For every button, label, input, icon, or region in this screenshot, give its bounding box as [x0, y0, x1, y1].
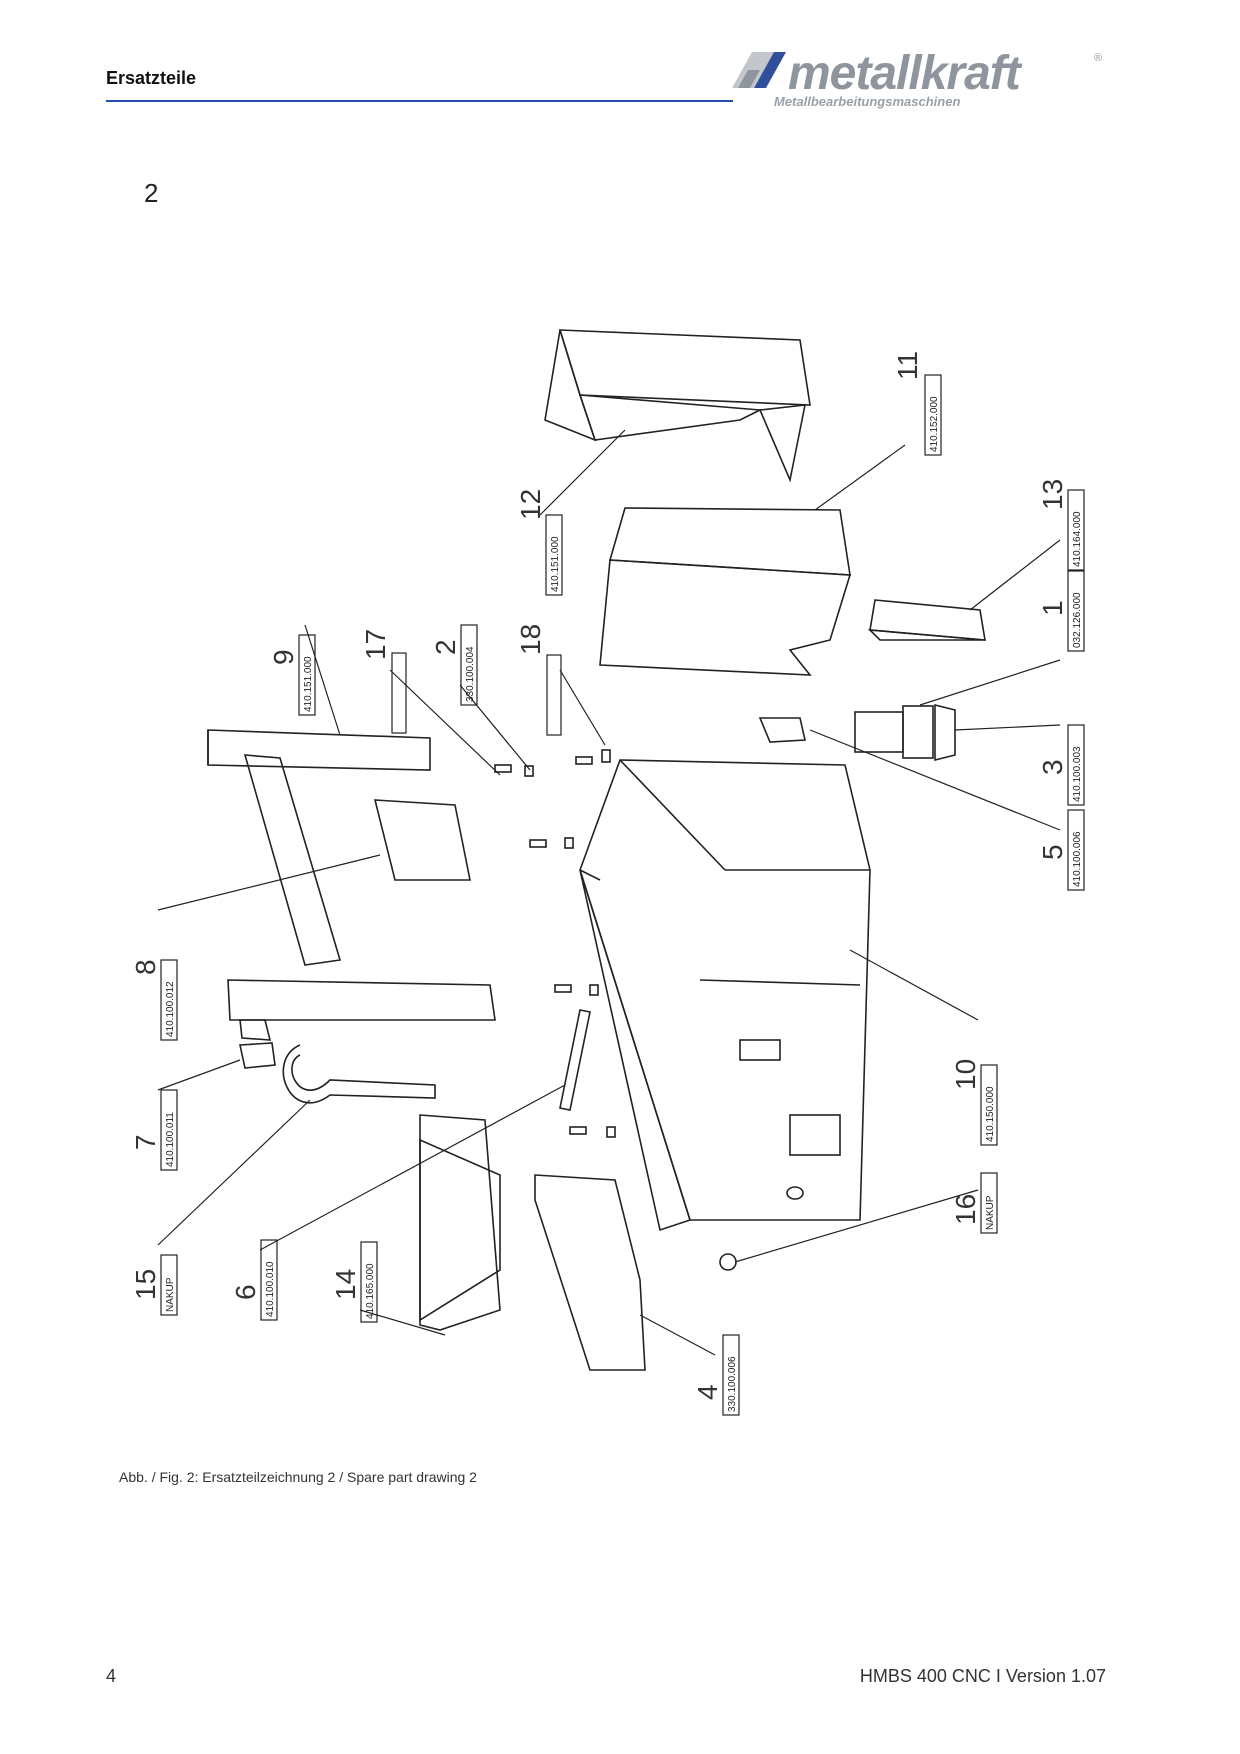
callout-number: 15 — [130, 1269, 161, 1300]
spare-part-drawing: 11 410.152.000 12 410.151.000 13 410.164… — [130, 329, 1085, 1416]
callout-number: 10 — [950, 1059, 981, 1090]
header-rule — [106, 100, 733, 102]
callout-part-number: 410.100.006 — [1072, 831, 1083, 887]
metallkraft-logo: metallkraft ® Metallbearbeitungsmaschine… — [724, 46, 1114, 118]
part-15-cable-chain — [282, 1044, 436, 1104]
part-6-strip — [559, 1009, 591, 1111]
logo-registered-mark: ® — [1094, 52, 1103, 64]
callout-part-number: 410.100.003 — [1072, 746, 1083, 802]
part-16-knob — [719, 1253, 737, 1271]
part-5-plate — [758, 717, 806, 743]
callout-number: 8 — [130, 959, 161, 975]
logo-mark-icon — [732, 52, 786, 88]
part-12-top-cover — [544, 329, 811, 483]
logo-wordmark: metallkraft — [788, 47, 1021, 100]
page-number: 4 — [106, 1666, 117, 1686]
part-9-frame — [207, 729, 496, 1041]
callout-number: 5 — [1037, 844, 1068, 860]
callout-part-number: 410.151.000 — [303, 656, 314, 712]
callout-number: 3 — [1037, 759, 1068, 775]
part-10-base — [579, 759, 871, 1232]
callout-number: 6 — [230, 1284, 261, 1300]
callout-number: 4 — [692, 1384, 723, 1400]
part-1-motor — [854, 703, 956, 762]
logo-tagline: Metallbearbeitungsmaschinen — [774, 94, 961, 109]
callout-part-number: 410.151.000 — [550, 536, 561, 592]
bolts-group — [494, 749, 616, 1138]
figure-caption: Abb. / Fig. 2: Ersatzteilzeichnung 2 / S… — [119, 1469, 477, 1485]
callout-number: 12 — [515, 489, 546, 520]
callout-number: 11 — [892, 351, 923, 380]
part-11-side-cover — [599, 507, 852, 676]
callout-part-number: 410.100.010 — [265, 1261, 276, 1317]
callout-number: 9 — [268, 649, 299, 665]
part-4-cover-plate — [534, 1174, 646, 1371]
part-7-plate — [239, 1042, 276, 1069]
callout-part-number: 410.100.011 — [165, 1112, 176, 1167]
callout-part-number: 410.165.000 — [365, 1263, 376, 1319]
callout-part-number: 032.126.000 — [1072, 592, 1083, 648]
part-13-bracket — [867, 599, 986, 641]
callout-part-number: 410.150.000 — [985, 1086, 996, 1142]
callout-part-number: 330.100.004 — [465, 646, 476, 702]
callout-part-number: 410.164.000 — [1072, 511, 1083, 567]
callout-part-number: 410.152.000 — [929, 396, 940, 452]
callout-number: 1 — [1037, 600, 1068, 616]
callout-number: 14 — [330, 1269, 361, 1300]
callout-part-number: 410.100.012 — [165, 981, 176, 1037]
callout-part-number: 330.100.006 — [727, 1356, 738, 1412]
leader-lines — [157, 429, 1061, 1356]
callout-number: 17 — [360, 629, 391, 660]
section-number: 2 — [144, 178, 159, 208]
document-version: HMBS 400 CNC I Version 1.07 — [859, 1666, 1106, 1686]
callout-number: 2 — [430, 639, 461, 655]
page-header-title: Ersatzteile — [106, 68, 197, 88]
callout-number: 18 — [515, 624, 546, 655]
part-14-chip-tray — [419, 1114, 501, 1331]
part-8-guard — [373, 799, 471, 881]
callout-part-number: NAKUP — [165, 1277, 176, 1312]
callout-number: 16 — [950, 1194, 981, 1225]
callout-number: 7 — [130, 1134, 161, 1150]
callout-number: 13 — [1037, 479, 1068, 510]
callout-part-number: NAKUP — [985, 1195, 996, 1230]
